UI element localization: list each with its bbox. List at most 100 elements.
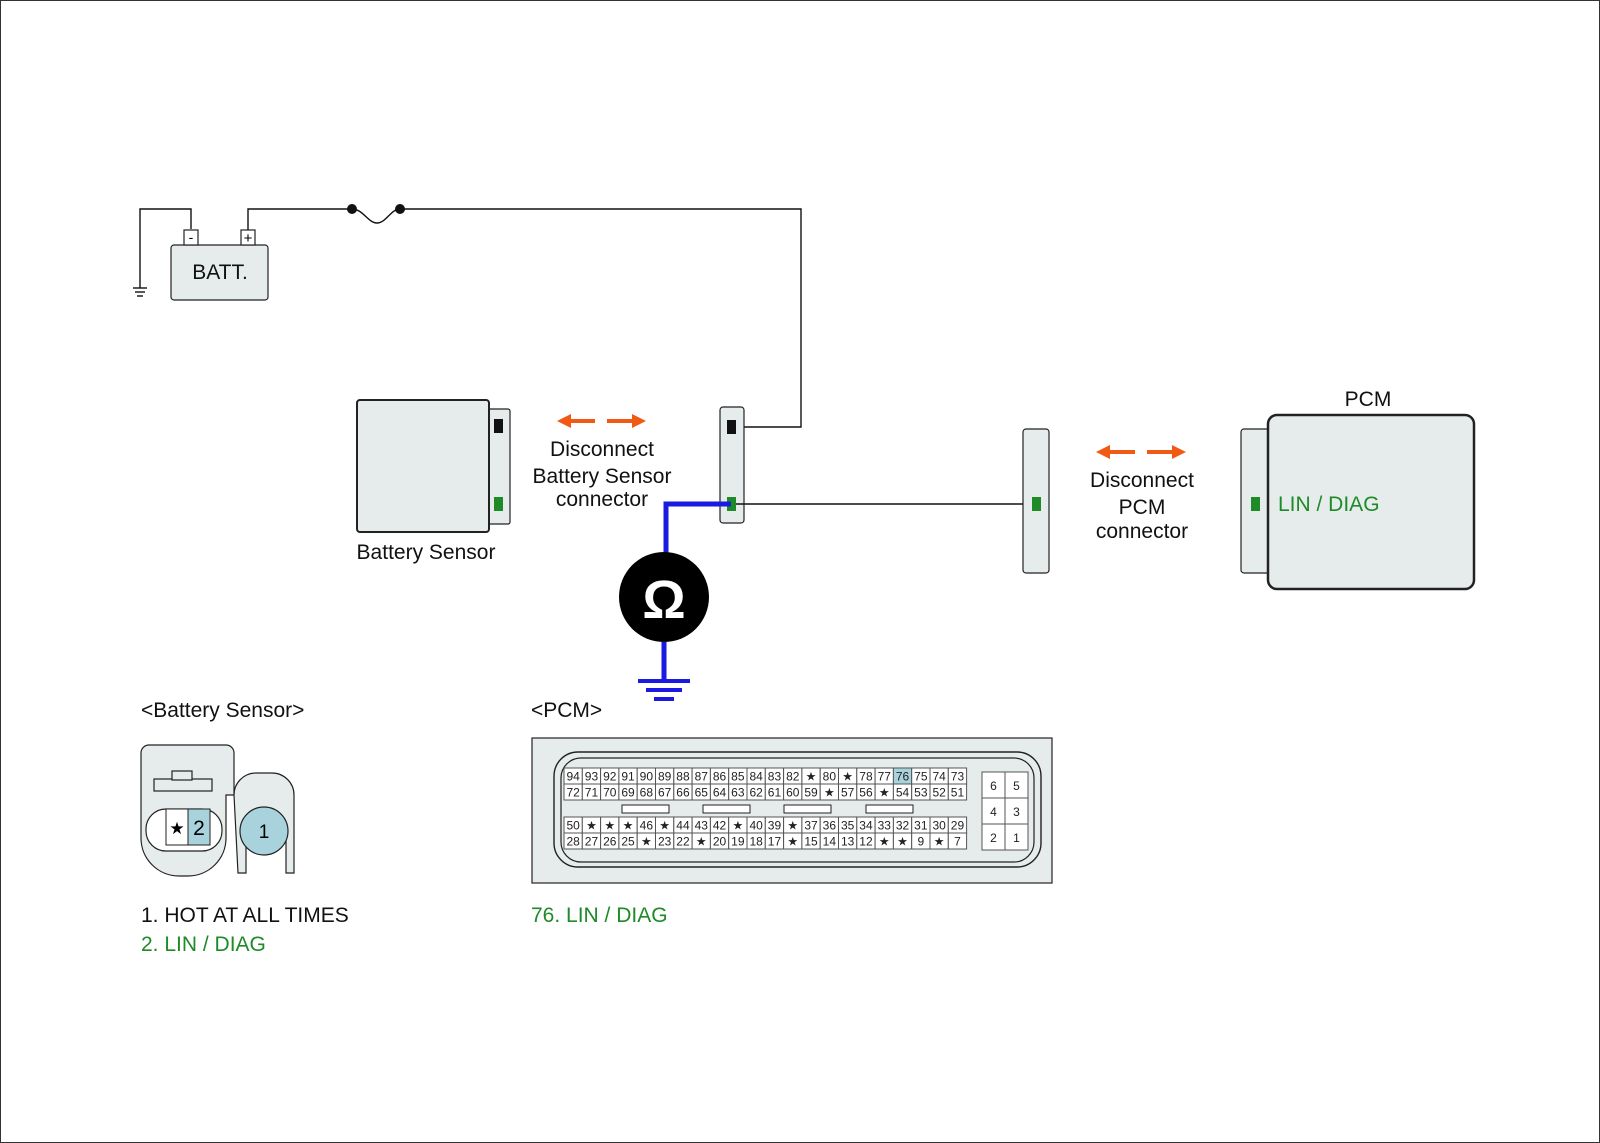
sensor-connector-face: ★ 2 1 <box>140 744 295 877</box>
pcm-pin-number: 34 <box>859 819 873 833</box>
pcm-pin-number: ★ <box>732 819 743 833</box>
pcm-pin-number: 76 <box>896 770 910 784</box>
pcm-pin-number: 29 <box>951 819 965 833</box>
pcm-pin-number: 9 <box>918 835 925 849</box>
pcm-pin-number: 74 <box>932 770 946 784</box>
pcm-pin-number: 91 <box>621 770 635 784</box>
pcm-pin-number: 94 <box>566 770 580 784</box>
pcm-pin-number: 73 <box>951 770 965 784</box>
pcm-pin-number: ★ <box>897 835 908 849</box>
pcm-pin-number: 69 <box>621 786 635 800</box>
pcm-pin-number: 17 <box>768 835 782 849</box>
pcm-pin-number: 22 <box>676 835 690 849</box>
sensor-pin-power <box>494 419 503 433</box>
pcm-pin-number: 25 <box>621 835 635 849</box>
pcm-pin-number: 33 <box>878 819 892 833</box>
pcm-pin-number: 18 <box>749 835 763 849</box>
pcm-pin-number: 89 <box>658 770 672 784</box>
pcm-small-pin-number: 1 <box>1013 831 1020 845</box>
pcm-pin-number: ★ <box>696 835 707 849</box>
pcm-pin-number: 86 <box>713 770 727 784</box>
pcm-module: PCM LIN / DIAG <box>1240 388 1476 591</box>
test-lead-wire <box>663 501 731 563</box>
fuse-terminal-left <box>347 204 357 214</box>
pcm-pin-number: ★ <box>806 770 817 784</box>
battery-sensor-label: Battery Sensor <box>357 541 496 564</box>
pcm-pin-number: 20 <box>713 835 727 849</box>
pcm-legend: 76. LIN / DIAG <box>531 904 668 927</box>
ohmmeter: Ω <box>619 552 709 642</box>
sensor-pin-star: ★ <box>169 819 184 838</box>
test-ground <box>638 642 690 701</box>
pcm-pin-number: 46 <box>640 819 654 833</box>
pcm-small-pin-number: 6 <box>990 779 997 793</box>
pcm-pin-number: 51 <box>951 786 965 800</box>
battery-pos-terminal: + <box>244 230 253 247</box>
pcm-pin-number: ★ <box>641 835 652 849</box>
chassis-ground-left <box>133 208 192 297</box>
pcm-pin-number: 32 <box>896 819 910 833</box>
pcm-pin-number: 62 <box>749 786 763 800</box>
pcm-pin-number: 26 <box>603 835 617 849</box>
pcm-pin-number: 75 <box>914 770 928 784</box>
pcm-pin-number: 83 <box>768 770 782 784</box>
pcm-pin-number: 88 <box>676 770 690 784</box>
pcm-pin-number: 92 <box>603 770 617 784</box>
pcm-pin-number: 57 <box>841 786 855 800</box>
pcm-pin-number: 56 <box>859 786 873 800</box>
disconnect-sensor-arrows <box>557 414 646 428</box>
sensor-harness-connector <box>719 406 745 524</box>
pcm-pin-number: 61 <box>768 786 782 800</box>
pcm-pin-number: 15 <box>804 835 818 849</box>
pcm-pin-number: ★ <box>879 786 890 800</box>
pcm-small-pin-number: 5 <box>1013 779 1020 793</box>
disconnect-sensor-text-1: Disconnect <box>550 438 654 461</box>
pcm-pin-number: 7 <box>954 835 961 849</box>
sensor-legend-1: 1. HOT AT ALL TIMES <box>141 904 349 927</box>
pcm-pin-number: 40 <box>749 819 763 833</box>
pcm-pin-number: ★ <box>586 819 597 833</box>
pcm-connector-title: <PCM> <box>531 699 602 722</box>
sensor-pin-1: 1 <box>259 822 270 843</box>
pcm-pin-number: 71 <box>585 786 599 800</box>
pcm-pin-number: 84 <box>749 770 763 784</box>
disconnect-pcm-text-3: connector <box>1096 520 1188 543</box>
pcm-pin-number: 82 <box>786 770 800 784</box>
pcm-pin-number: 90 <box>640 770 654 784</box>
pcm-pin-number: 65 <box>695 786 709 800</box>
pcm-pin-number: 39 <box>768 819 782 833</box>
sensor-pin-lin <box>494 497 503 511</box>
pcm-pin-number: ★ <box>842 770 853 784</box>
sensor-pin-2: 2 <box>193 817 205 840</box>
pcm-pin-lin <box>1251 497 1260 511</box>
pcm-pin-number: 28 <box>566 835 580 849</box>
pcm-pin-number: ★ <box>934 835 945 849</box>
pcm-pin-number: 42 <box>713 819 727 833</box>
pcm-small-pin-number: 3 <box>1013 805 1020 819</box>
disconnect-pcm-text-1: Disconnect <box>1090 469 1194 492</box>
battery-neg-terminal: - <box>189 229 194 245</box>
pcm-pin-number: ★ <box>604 819 615 833</box>
pcm-pin-number: 70 <box>603 786 617 800</box>
pcm-pin-number: ★ <box>787 835 798 849</box>
pcm-pin-number: 36 <box>823 819 837 833</box>
disconnect-sensor-text-3: connector <box>556 488 648 511</box>
pcm-pin-label: LIN / DIAG <box>1278 493 1380 516</box>
pcm-pin-cell <box>947 832 968 850</box>
pcm-small-pin-block: 6 5 4 3 2 1 <box>981 771 1029 851</box>
pcm-pin-number: ★ <box>623 819 634 833</box>
pcm-pin-number: 60 <box>786 786 800 800</box>
pcm-pin-number: 50 <box>566 819 580 833</box>
pcm-harness-connector <box>1022 428 1050 574</box>
pcm-pin-number: 19 <box>731 835 745 849</box>
pcm-pin-number: 93 <box>585 770 599 784</box>
pcm-small-pin-number: 2 <box>990 831 997 845</box>
pcm-pin-number: 14 <box>823 835 837 849</box>
pcm-pin-number: 44 <box>676 819 690 833</box>
pcm-small-pin-cell <box>1004 823 1029 851</box>
pcm-pin-number: 52 <box>932 786 946 800</box>
pcm-pin-number: 37 <box>804 819 818 833</box>
pcm-small-pin-number: 4 <box>990 805 997 819</box>
pcm-pin-number: 54 <box>896 786 910 800</box>
pcm-pin-number: ★ <box>879 835 890 849</box>
